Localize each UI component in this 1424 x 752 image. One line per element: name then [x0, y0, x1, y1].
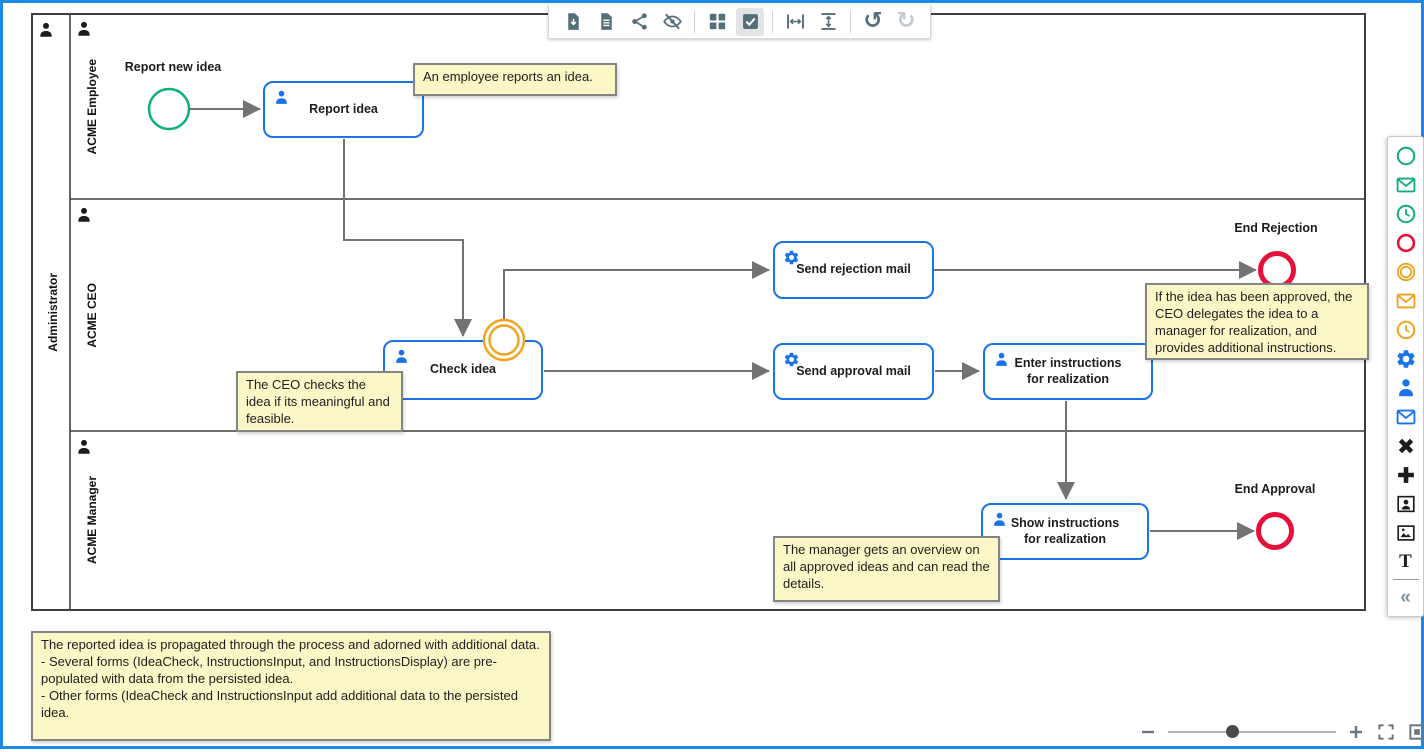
end-rejection-label: End Rejection	[1234, 221, 1318, 235]
zoom-controls	[1139, 720, 1424, 744]
service-task-gear-icon	[783, 351, 800, 368]
annotation-ceo-checks[interactable]: The CEO checks the idea if its meaningfu…	[236, 371, 403, 432]
eye-off-icon[interactable]	[658, 8, 686, 36]
collapse-palette-icon[interactable]: «	[1400, 587, 1411, 608]
file-document-icon[interactable]	[592, 8, 620, 36]
timer-start-event-icon[interactable]	[1391, 199, 1421, 228]
palette-divider	[1392, 579, 1419, 580]
annotation-manager-overview[interactable]: The manager gets an overview on all appr…	[773, 536, 1000, 602]
user-task-icon	[393, 348, 410, 365]
task-label: Send rejection mail	[796, 262, 911, 277]
redo-icon[interactable]: ↻	[896, 8, 916, 34]
annotation-idea-approved[interactable]: If the idea has been approved, the CEO d…	[1145, 283, 1369, 360]
intermediate-event-icon[interactable]	[1391, 257, 1421, 286]
annotation-employee-reports[interactable]: An employee reports an idea.	[413, 63, 617, 96]
task-send-approval-mail[interactable]: Send approval mail	[773, 343, 934, 400]
lane-label-employee[interactable]: ACME Employee	[85, 58, 99, 155]
message-start-event-icon[interactable]	[1391, 170, 1421, 199]
lane-label-manager[interactable]: ACME Manager	[85, 476, 99, 565]
zoom-out-icon[interactable]	[1139, 723, 1157, 741]
vertical-fit-icon[interactable]	[814, 8, 842, 36]
pool-label[interactable]: Administrator	[46, 272, 60, 352]
parallel-gateway-icon[interactable]	[1391, 460, 1421, 489]
user-task-icon	[273, 89, 290, 106]
top-toolbar: ↺ ↻	[548, 5, 931, 39]
task-label: Check idea	[429, 362, 496, 377]
service-task-gear-icon	[783, 249, 800, 266]
grid-icon[interactable]	[703, 8, 731, 36]
annotation-process-note[interactable]: The reported idea is propagated through …	[31, 631, 551, 741]
lane-label-ceo[interactable]: ACME CEO	[85, 282, 99, 348]
task-show-instructions[interactable]: Show instructions for realization	[981, 503, 1149, 560]
start-event-icon[interactable]	[1391, 141, 1421, 170]
start-event[interactable]	[147, 87, 191, 131]
zoom-slider-thumb[interactable]	[1226, 725, 1239, 738]
reset-view-icon[interactable]	[1407, 722, 1424, 742]
user-task-icon	[993, 351, 1010, 368]
participant-icon[interactable]	[1391, 489, 1421, 518]
undo-icon[interactable]: ↺	[863, 8, 883, 34]
task-check-idea[interactable]: Check idea	[383, 340, 543, 400]
fit-viewport-icon[interactable]	[1376, 722, 1396, 742]
task-label: Send approval mail	[796, 363, 911, 378]
task-send-rejection-mail[interactable]: Send rejection mail	[773, 241, 934, 299]
end-event-icon[interactable]	[1391, 228, 1421, 257]
exclusive-gateway-icon[interactable]	[1391, 431, 1421, 460]
zoom-in-icon[interactable]	[1347, 723, 1365, 741]
user-task-icon	[991, 511, 1008, 528]
image-icon[interactable]	[1391, 518, 1421, 547]
share-icon[interactable]	[625, 8, 653, 36]
element-palette: T «	[1387, 136, 1424, 617]
send-task-icon[interactable]	[1391, 402, 1421, 431]
toolbar-divider	[694, 10, 695, 33]
zoom-slider-track[interactable]	[1168, 731, 1336, 733]
checkbox-icon[interactable]	[736, 7, 764, 36]
end-approval-label: End Approval	[1234, 482, 1316, 496]
task-label: Show instructions for realization	[1010, 515, 1120, 546]
file-download-icon[interactable]	[559, 8, 587, 36]
zoom-slider[interactable]	[1168, 725, 1336, 739]
flow-report-to-check[interactable]	[343, 139, 472, 337]
task-report-idea[interactable]: Report idea	[263, 81, 424, 138]
task-enter-instructions[interactable]: Enter instructions for realization	[983, 343, 1153, 400]
message-intermediate-event-icon[interactable]	[1391, 286, 1421, 315]
task-label: Report idea	[309, 101, 378, 116]
start-event-label: Report new idea	[124, 60, 222, 74]
toolbar-divider	[772, 10, 773, 33]
toolbar-divider	[850, 10, 851, 33]
end-approval-event[interactable]	[1256, 512, 1294, 550]
end-rejection-event[interactable]	[1258, 251, 1296, 289]
service-task-icon[interactable]	[1391, 344, 1421, 373]
task-label: Enter instructions for realization	[1014, 355, 1122, 386]
user-task-icon[interactable]	[1391, 373, 1421, 402]
horizontal-fit-icon[interactable]	[781, 8, 809, 36]
text-annotation-icon[interactable]: T	[1399, 551, 1412, 572]
flow-boundary-to-rejection[interactable]	[503, 261, 770, 319]
timer-intermediate-event-icon[interactable]	[1391, 315, 1421, 344]
